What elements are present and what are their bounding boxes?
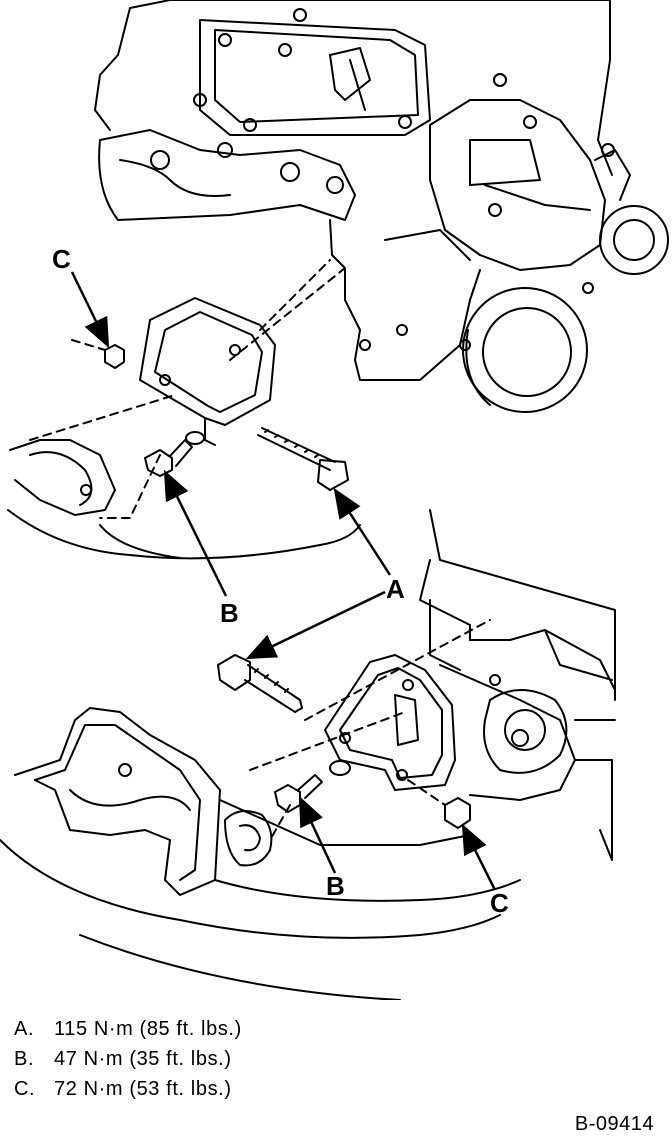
leader-b-upper (163, 469, 228, 597)
callout-c-lower: C (490, 888, 509, 918)
figure-id: B-09414 (574, 1113, 654, 1135)
leader-c-lower (461, 823, 497, 891)
callout-b-lower: B (326, 871, 345, 901)
engine-mount-illustration: C B A B C (0, 0, 669, 1000)
leader-arrows (70, 271, 497, 891)
legend-key: B. (14, 1048, 35, 1070)
torque-legend: A. 115 N·m (85 ft. lbs.) B. 47 N·m (35 ft.… (14, 1014, 434, 1104)
legend-item-c: C. 72 N·m (53 ft. lbs.) (14, 1074, 434, 1104)
legend-text: 47 N·m (35 ft. lbs.) (54, 1048, 232, 1070)
leader-b-lower (298, 795, 337, 874)
upper-mount-bracket (29, 259, 349, 519)
legend-key: C. (14, 1078, 36, 1100)
callout-a: A (386, 574, 405, 604)
leader-a-lower (245, 590, 386, 660)
legend-text: 115 N·m (85 ft. lbs.) (54, 1018, 242, 1040)
legend-text: 72 N·m (53 ft. lbs.) (54, 1078, 232, 1100)
frame-crossmember (0, 707, 521, 1000)
legend-item-a: A. 115 N·m (85 ft. lbs.) (14, 1014, 434, 1044)
callout-b-upper: B (220, 598, 239, 628)
leader-a-upper (333, 487, 392, 576)
legend-item-b: B. 47 N·m (35 ft. lbs.) (14, 1044, 434, 1074)
callout-c-upper: C (52, 244, 71, 274)
upper-frame-cushion (7, 439, 361, 560)
legend-key: A. (14, 1018, 35, 1040)
leader-c-upper (70, 271, 110, 349)
transmission-housing (419, 509, 616, 861)
engine-block (94, 0, 669, 413)
lower-mount-bracket (217, 619, 491, 841)
